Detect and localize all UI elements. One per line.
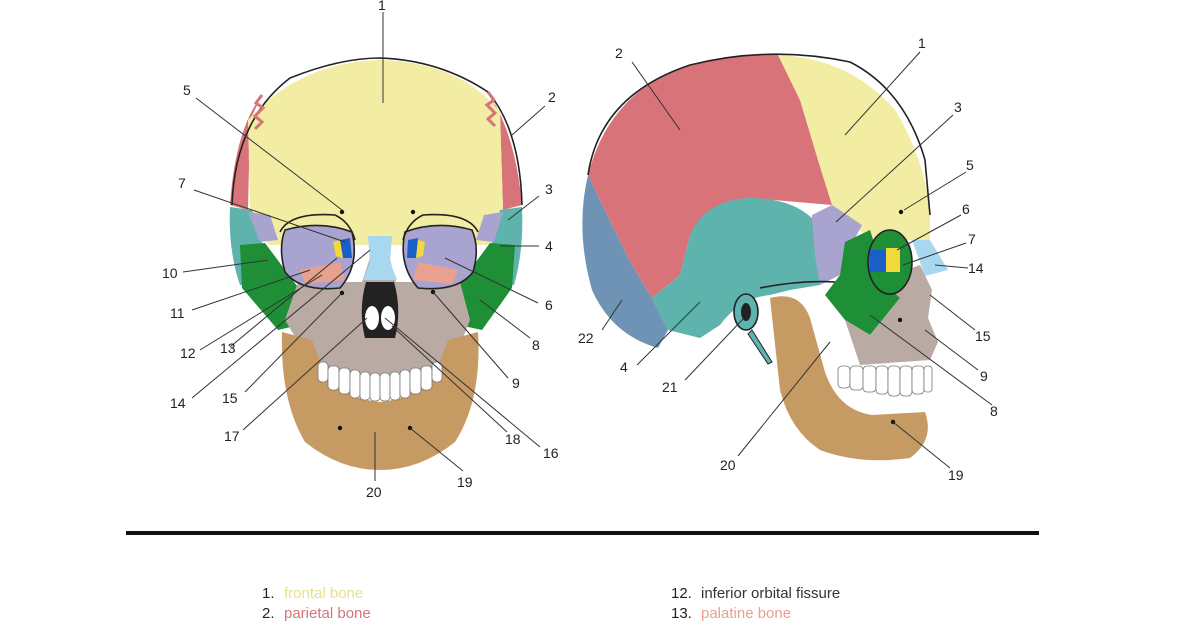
front-palatine-right [413,262,458,284]
side-nasal-bone [912,240,948,276]
front-label-18: 18 [505,431,521,447]
legend-text: palatine bone [701,605,792,622]
front-label-5: 5 [183,82,191,98]
side-label-14: 14 [968,260,984,276]
front-lacrimal-left [340,238,352,258]
side-parietal-bone [588,54,832,298]
front-mandible [281,332,479,470]
front-label-12: 12 [180,345,196,361]
front-label-13: 13 [220,340,236,356]
legend-text: frontal bone [284,585,364,602]
side-maxilla [845,265,938,365]
front-palatine-left [300,262,345,284]
front-lacrimal-right [407,238,418,258]
side-label-21: 21 [662,379,678,395]
front-label-7: 7 [178,175,186,191]
skull-side-view [582,53,948,461]
side-lacrimal [870,250,886,272]
front-parietal-left [230,95,262,210]
side-styloid-process [747,329,773,365]
legend-item-inferior-orbital-fissure: 12. inferior orbital fissure [671,584,840,604]
side-ethmoid [886,248,900,272]
front-label-11: 11 [170,305,185,321]
front-labels: 1 2 3 4 5 6 7 8 9 10 11 12 13 14 15 16 1… [162,0,559,500]
side-label-20: 20 [720,457,736,473]
side-zygomatic-bone [825,230,900,335]
front-frontal-bone [248,60,503,245]
front-label-15: 15 [222,390,238,406]
legend-number: 2. [262,605,275,622]
front-teeth [317,361,443,402]
side-sphenoid-bone [812,205,862,285]
legend-item-parietal-bone: 2. parietal bone [262,604,371,624]
front-label-19: 19 [457,474,473,490]
front-label-16: 16 [543,445,559,461]
side-frontal-bone [778,55,930,240]
front-ethmoid-right [416,240,425,258]
side-label-9: 9 [980,368,988,384]
side-label-3: 3 [954,99,962,115]
front-label-17: 17 [224,428,240,444]
side-label-1: 1 [918,35,926,51]
front-nasal-bone [363,236,397,280]
legend-item-frontal-bone: 1. frontal bone [262,584,371,604]
legend-left: 1. frontal bone 2. parietal bone [262,584,371,624]
side-label-2: 2 [615,45,623,61]
front-label-4: 4 [545,238,553,254]
front-label-6: 6 [545,297,553,313]
side-leader-lines [601,51,993,469]
front-label-3: 3 [545,181,553,197]
side-teeth [837,365,933,397]
legend-number: 13. [671,605,692,622]
front-leader-lines [182,12,546,481]
skull-front-view [229,57,523,470]
legend-text: inferior orbital fissure [701,585,841,602]
side-label-5: 5 [966,157,974,173]
side-mandible [770,296,928,461]
front-label-9: 9 [512,375,520,391]
side-label-4: 4 [620,359,628,375]
legend-text: parietal bone [284,605,371,622]
side-label-7: 7 [968,231,976,247]
side-label-6: 6 [962,201,970,217]
side-label-19: 19 [948,467,964,483]
side-label-8: 8 [990,403,998,419]
side-labels: 1 2 3 5 6 7 14 15 9 8 22 4 21 20 19 [578,35,998,483]
section-divider [126,531,1039,535]
side-occipital-bone [582,175,668,348]
legend-right: 12. inferior orbital fissure 13. palatine … [671,584,840,624]
front-parietal-right [486,90,522,210]
side-label-15: 15 [975,328,991,344]
side-temporal-bone [652,198,820,338]
front-label-1: 1 [378,0,386,13]
front-ethmoid-left [333,240,343,258]
front-label-20: 20 [366,484,382,500]
front-label-8: 8 [532,337,540,353]
legend-number: 1. [262,585,275,602]
legend-number: 12. [671,585,692,602]
front-label-14: 14 [170,395,186,411]
front-label-2: 2 [548,89,556,105]
front-sphenoid-right [476,212,503,242]
front-label-10: 10 [162,265,178,281]
front-sphenoid-left [248,212,278,242]
side-label-22: 22 [578,330,594,346]
legend-item-palatine-bone: 13. palatine bone [671,604,840,624]
